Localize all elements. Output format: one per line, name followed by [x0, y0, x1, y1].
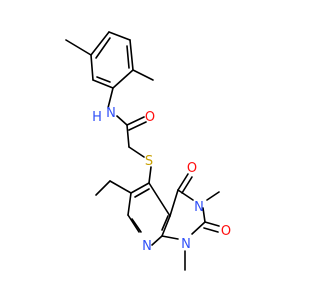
bond	[92, 79, 114, 89]
bond	[177, 189, 194, 201]
bond-double-inner	[96, 76, 111, 83]
bond-double-inner	[134, 188, 150, 198]
bond-methyl	[65, 39, 92, 56]
bond	[177, 173, 189, 191]
bond	[90, 31, 110, 56]
bond-layer	[65, 31, 220, 271]
bond	[148, 166, 152, 184]
bond	[169, 189, 179, 217]
c2-oxygen-label: O	[221, 224, 231, 239]
amide-h-label: H	[92, 110, 102, 125]
bond	[126, 116, 145, 126]
bond-double-inner	[161, 215, 169, 231]
bond	[90, 54, 94, 81]
bond	[127, 214, 140, 233]
bond	[148, 182, 171, 217]
bond	[161, 235, 179, 240]
bond	[161, 215, 171, 237]
bond	[107, 87, 114, 109]
bond	[128, 146, 145, 158]
bond	[129, 39, 134, 71]
bond-ethyl	[109, 180, 132, 194]
bond-double-inner	[181, 176, 193, 194]
c4-oxygen-label: O	[187, 161, 197, 176]
bond-double-inner	[128, 121, 147, 131]
carbonyl-o-label: O	[145, 110, 155, 125]
bond	[112, 69, 134, 89]
sulfur-label: S	[145, 154, 153, 169]
bond	[202, 207, 206, 223]
bond-methyl	[206, 191, 220, 201]
n1-label: N	[181, 237, 191, 252]
bond-double-inner	[95, 37, 111, 59]
bond-double-inner	[131, 218, 142, 233]
bond	[191, 221, 206, 235]
bond-double-inner	[126, 45, 130, 69]
pyridine-n-label: N	[142, 239, 152, 254]
molecule-diagram: N H O S N N N O O	[65, 31, 231, 271]
bond-methyl	[132, 69, 154, 81]
bond	[116, 115, 128, 126]
n3-label: N	[194, 200, 204, 215]
bond	[130, 182, 150, 194]
bond	[126, 124, 130, 148]
bond	[151, 235, 163, 246]
bond	[204, 221, 220, 227]
bond	[108, 31, 131, 41]
amide-n-label: N	[106, 106, 116, 121]
bond	[127, 192, 132, 216]
bond-double-inner	[203, 227, 219, 233]
atom-label-layer: N H O S N N N O O	[92, 106, 231, 254]
bond-ethyl	[95, 180, 111, 196]
